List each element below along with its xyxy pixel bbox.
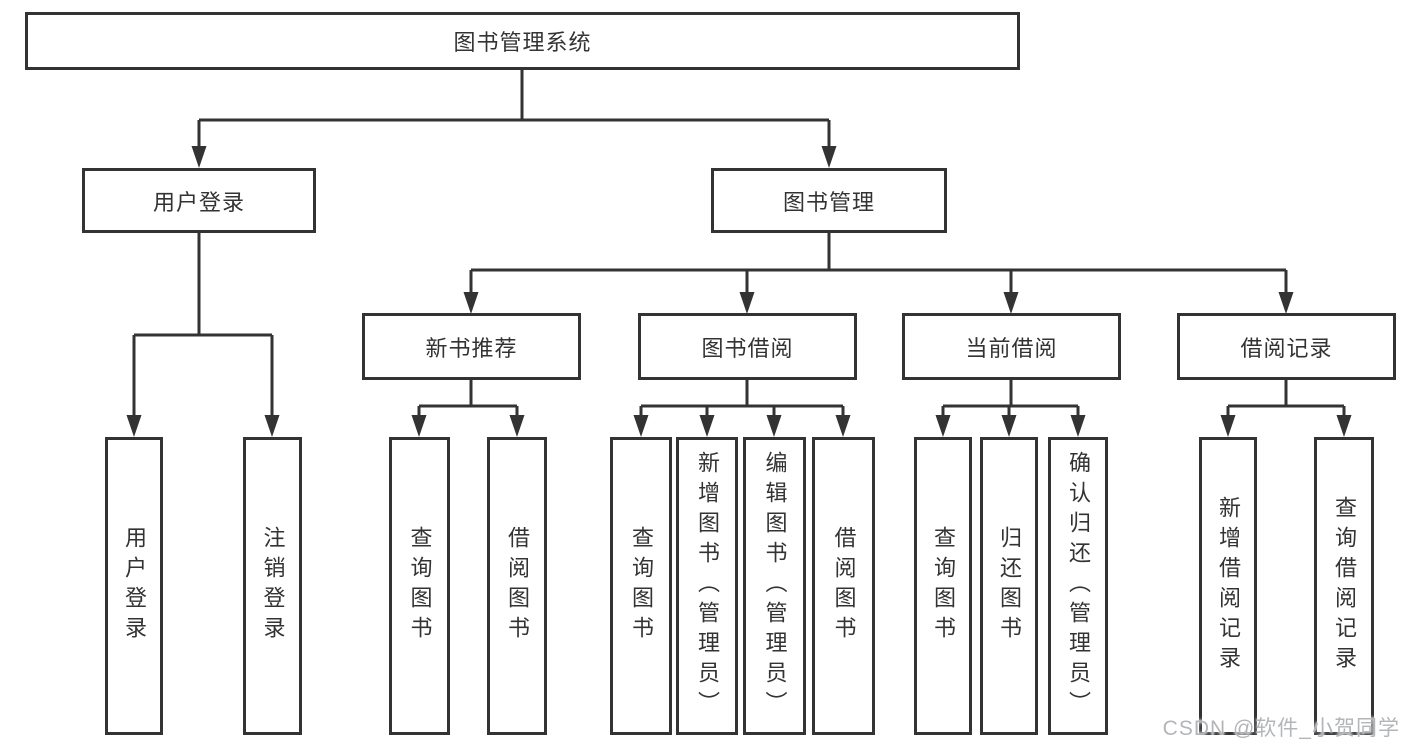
leaf-query-borrow-record: 查询借阅记录 — [1314, 437, 1374, 735]
leaf-user-login: 用户登录 — [105, 437, 163, 735]
leaf-borrow-books-recommend: 借阅图书 — [487, 437, 547, 735]
node-current-borrow-label: 当前借阅 — [965, 335, 1058, 361]
leaf-add-borrow-record-label: 新增借阅记录 — [1216, 496, 1241, 676]
leaf-borrow-books-label: 借阅图书 — [831, 526, 857, 646]
leaf-user-login-label: 用户登录 — [122, 526, 147, 646]
leaf-query-borrow-record-label: 查询借阅记录 — [1332, 496, 1357, 676]
leaf-query-books-current-label: 查询图书 — [931, 526, 956, 646]
node-book-borrow: 图书借阅 — [638, 313, 857, 380]
node-root: 图书管理系统 — [25, 12, 1020, 70]
node-borrow-records: 借阅记录 — [1177, 313, 1396, 380]
leaf-logout: 注销登录 — [243, 437, 302, 735]
leaf-query-books-recommend-label: 查询图书 — [407, 526, 433, 646]
node-user-login-label: 用户登录 — [152, 189, 245, 215]
node-book-management-label: 图书管理 — [782, 189, 875, 215]
node-book-management: 图书管理 — [711, 168, 947, 233]
leaf-borrow-books: 借阅图书 — [812, 437, 875, 735]
node-user-login: 用户登录 — [82, 168, 316, 233]
leaf-add-borrow-record: 新增借阅记录 — [1199, 437, 1257, 735]
leaf-add-book-admin: 新增图书（管理员） — [676, 437, 738, 735]
connector-current-borrow-children — [935, 380, 1086, 437]
leaf-return-book-label: 归还图书 — [997, 526, 1022, 646]
leaf-query-books-recommend: 查询图书 — [389, 437, 450, 735]
csdn-watermark: CSDN @软件_小贺同学 — [1162, 717, 1400, 740]
leaf-query-books-borrow-label: 查询图书 — [629, 526, 654, 646]
leaf-return-book: 归还图书 — [980, 437, 1038, 735]
leaf-query-books-borrow: 查询图书 — [610, 437, 672, 735]
connector-book-management-children — [463, 233, 1294, 314]
connector-root-to-level2 — [191, 70, 837, 168]
leaf-edit-book-admin: 编辑图书（管理员） — [743, 437, 806, 735]
node-new-book-recommend-label: 新书推荐 — [425, 335, 518, 361]
connector-user-login-children — [126, 233, 280, 437]
leaf-add-book-admin-label: 新增图书（管理员） — [695, 451, 720, 721]
leaf-query-books-current: 查询图书 — [914, 437, 972, 735]
leaf-edit-book-admin-label: 编辑图书（管理员） — [762, 451, 788, 721]
connector-book-borrow-children — [633, 380, 851, 437]
leaf-confirm-return-admin: 确认归还（管理员） — [1048, 437, 1108, 735]
leaf-logout-label: 注销登录 — [260, 526, 286, 646]
node-book-borrow-label: 图书借阅 — [701, 335, 794, 361]
node-borrow-records-label: 借阅记录 — [1240, 335, 1333, 361]
leaf-confirm-return-admin-label: 确认归还（管理员） — [1066, 451, 1091, 721]
node-root-label: 图书管理系统 — [453, 30, 592, 55]
node-current-borrow: 当前借阅 — [902, 313, 1121, 380]
connector-new-book-recommend-children — [411, 380, 525, 437]
connector-borrow-records-children — [1220, 380, 1352, 437]
leaf-borrow-books-recommend-label: 借阅图书 — [505, 526, 530, 646]
node-new-book-recommend: 新书推荐 — [362, 313, 581, 380]
